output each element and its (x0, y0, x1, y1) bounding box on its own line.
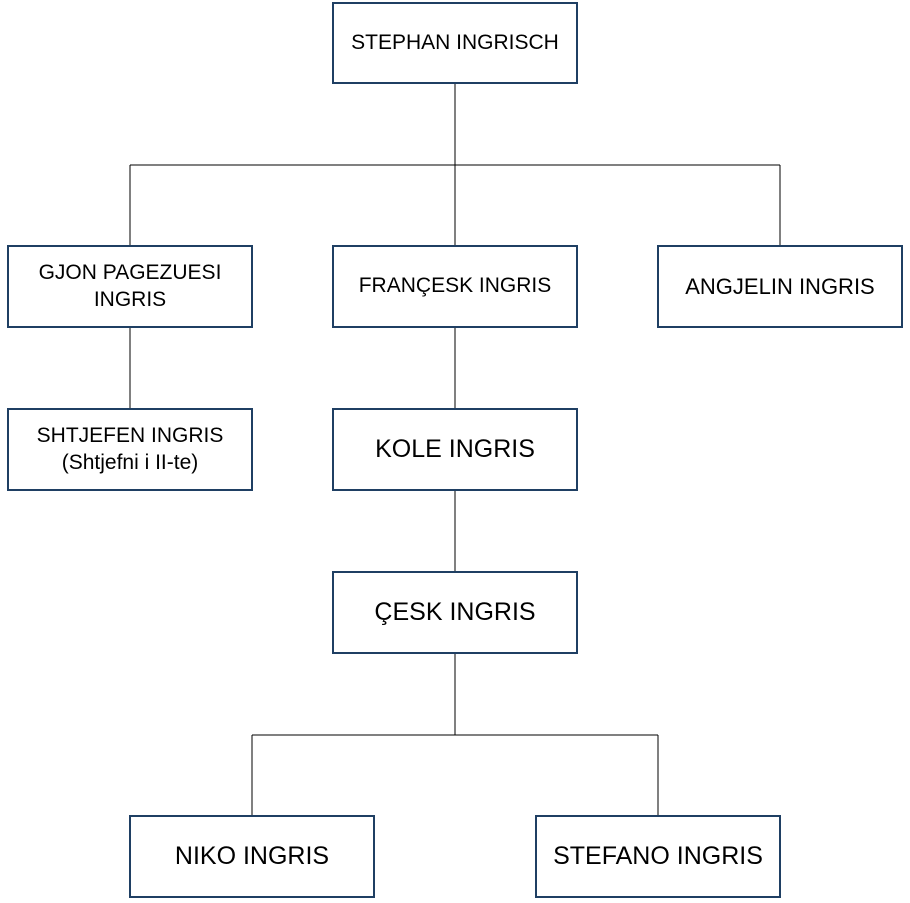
node-label: ANGJELIN INGRIS (685, 273, 875, 299)
node-stefano-ingris: STEFANO INGRIS (535, 815, 781, 898)
node-stephan-ingrisch: STEPHAN INGRISCH (332, 2, 578, 84)
node-gjon-pagezuesi-ingris: GJON PAGEZUESI INGRIS (7, 245, 253, 328)
node-kole-ingris: KOLE INGRIS (332, 408, 578, 491)
node-label: ÇESK INGRIS (374, 597, 536, 626)
node-cesk-ingris: ÇESK INGRIS (332, 571, 578, 654)
node-label: KOLE INGRIS (375, 434, 535, 463)
node-angjelin-ingris: ANGJELIN INGRIS (657, 245, 903, 328)
node-label: NIKO INGRIS (174, 841, 330, 870)
node-label: INGRIS (93, 287, 167, 311)
node-sublabel: (Shtjefni i II-te) (61, 450, 199, 474)
node-niko-ingris: NIKO INGRIS (129, 815, 375, 898)
node-shtjefen-ingris: SHTJEFEN INGRIS (Shtjefni i II-te) (7, 408, 253, 491)
node-label: STEPHAN INGRISCH (351, 30, 559, 54)
node-label: SHTJEFEN INGRIS (36, 424, 224, 448)
node-label: STEFANO INGRIS (553, 841, 763, 870)
node-francesk-ingris: FRANÇESK INGRIS (332, 245, 578, 328)
node-label: GJON PAGEZUESI (38, 261, 222, 285)
node-label: FRANÇESK INGRIS (358, 274, 552, 298)
